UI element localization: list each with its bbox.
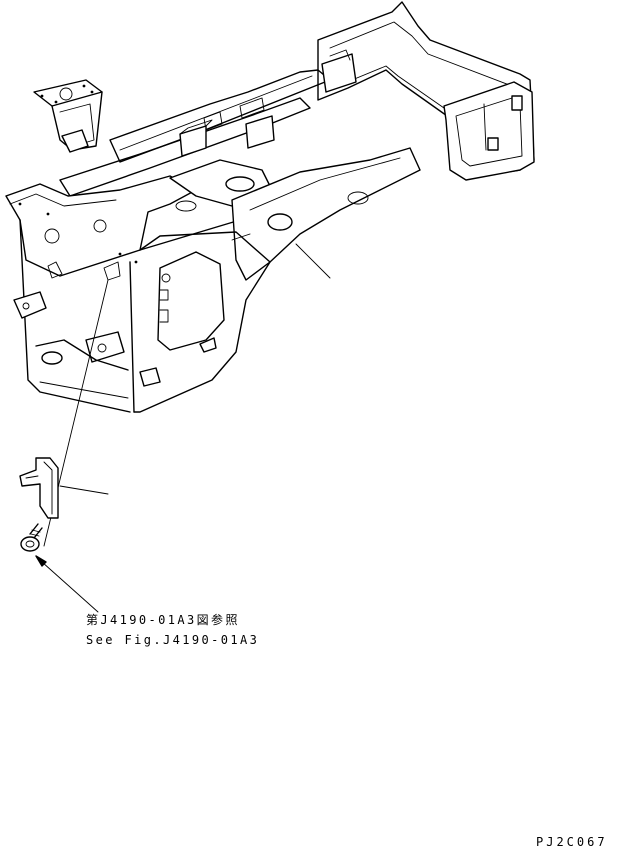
leader-lines bbox=[43, 243, 331, 547]
drawing-code: PJ2C067 bbox=[536, 835, 608, 849]
leader-line-plate bbox=[59, 485, 109, 495]
machine-frame bbox=[5, 1, 535, 413]
leader-line-frame bbox=[295, 243, 331, 279]
reference-note-jp: 第J4190-01A3図参照 bbox=[86, 613, 240, 627]
reference-note-en: See Fig.J4190-01A3 bbox=[86, 633, 260, 647]
reference-arrow bbox=[35, 555, 99, 613]
plate-part bbox=[19, 457, 59, 519]
bolt-part bbox=[20, 523, 43, 552]
